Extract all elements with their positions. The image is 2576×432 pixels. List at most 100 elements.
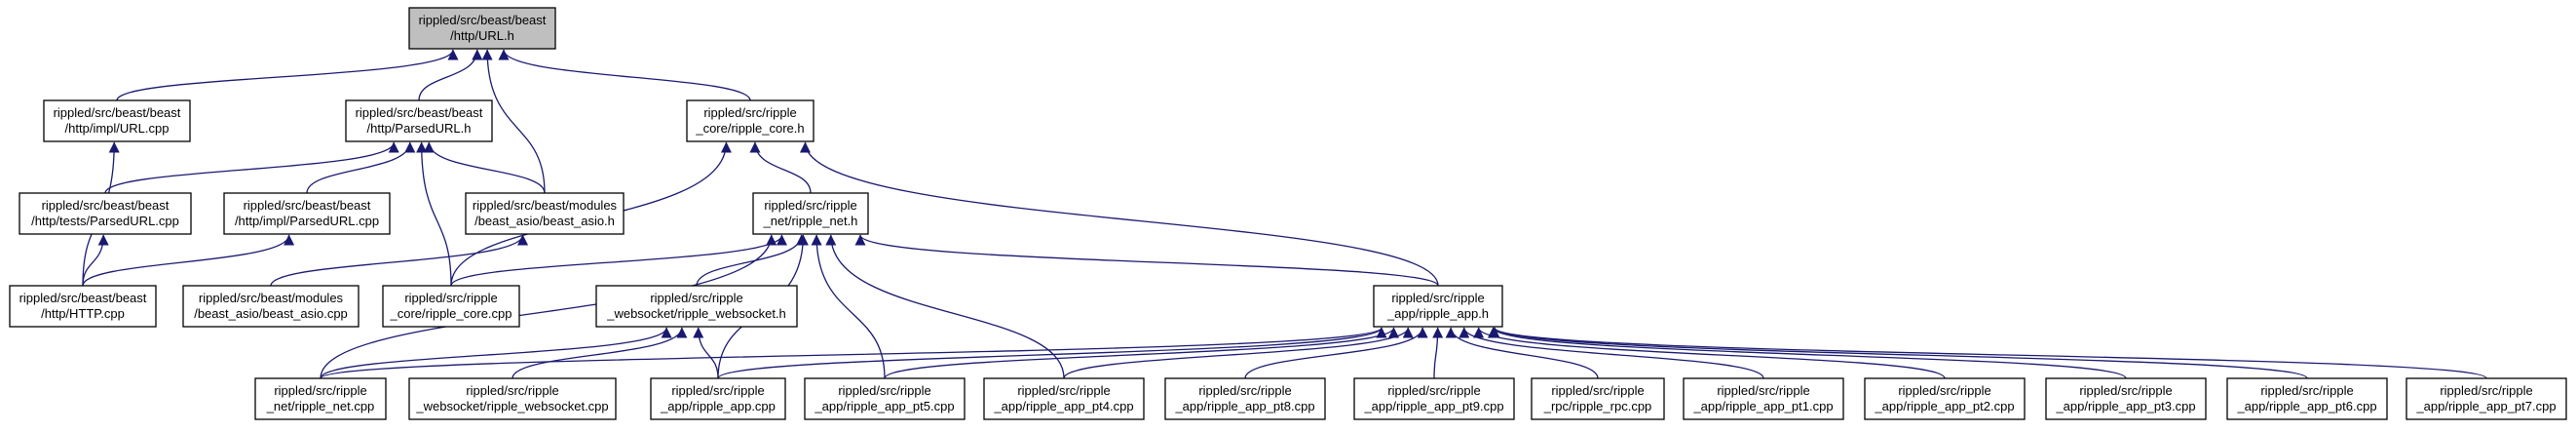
node-ripple-app-cpp[interactable]: rippled/src/ripple_app/ripple_app.cpp [650,377,786,420]
node-http-cpp[interactable]: rippled/src/beast/beast/http/HTTP.cpp [9,285,157,328]
node-label-line: _core/ripple_core.cpp [389,306,511,321]
node-box [19,192,192,235]
node-label-line: _app/ripple_app_pt5.cpp [814,399,954,413]
edges-layer [82,49,2487,379]
node-label-line: rippled/src/beast/beast [19,291,147,305]
edge-ripple_app_pt9-to-ripple_app_h [1432,327,1444,379]
edge-ripple_net_cpp-to-ripple_app_h [320,327,1387,379]
node-label-line: rippled/src/ripple [2079,383,2172,398]
edge-ripple_core_h-to-url_h [498,49,751,101]
edge-ripple_app_cpp-to-ripple_websocket_h [693,327,719,379]
node-box [595,285,798,328]
node-box [1683,377,1844,420]
node-label-line: rippled/src/ripple [1717,383,1809,398]
edge-ripple_app_pt6-to-ripple_app_h [1489,327,2308,379]
edge-ripple_websocket_h-to-ripple_net_h [696,234,808,287]
node-label-line: /http/tests/ParsedURL.cpp [31,214,179,228]
edge-beast_asio_cpp-to-beast_asio_h [270,234,528,287]
node-ripple-core-cpp[interactable]: rippled/src/ripple_core/ripple_core.cpp [382,285,520,328]
node-box [752,192,869,235]
node-box [254,377,387,420]
node-label-line: rippled/src/ripple [838,383,930,398]
node-ripple-app-pt4[interactable]: rippled/src/ripple_app/ripple_app_pt4.cp… [983,377,1145,420]
node-ripple-app-pt5[interactable]: rippled/src/ripple_app/ripple_app_pt5.cp… [804,377,966,420]
node-box [465,192,625,235]
node-url-cpp[interactable]: rippled/src/beast/beast/http/impl/URL.cp… [43,99,191,142]
edge-ripple_app_cpp-to-ripple_app_h [717,327,1387,379]
include-arrow [749,141,812,194]
node-label-line: _app/ripple_app.cpp [660,399,776,413]
node-label-line: _app/ripple_app_pt3.cpp [2055,399,2195,413]
node-ripple-net-cpp[interactable]: rippled/src/ripple_net/ripple_net.cpp [254,377,387,420]
include-arrow [800,141,1439,287]
edge-ripple_app_h-to-ripple_core_h [800,141,1439,287]
include-arrow [306,141,416,194]
node-box [1531,377,1665,420]
node-ripple-net-h[interactable]: rippled/src/ripple_net/ripple_net.h [752,192,869,235]
edge-ripple_app_pt3-to-ripple_app_h [1488,327,2127,379]
node-label-line: rippled/src/ripple [764,198,856,213]
node-label-line: _app/ripple_app_pt9.cpp [1363,399,1503,413]
node-label-line: rippled/src/beast/beast [356,105,483,120]
node-ripple-app-pt2[interactable]: rippled/src/ripple_app/ripple_app_pt2.cp… [1864,377,2026,420]
edge-http_cpp-to-tests_parsedurl_cpp [82,234,109,287]
node-label-line: /http/impl/URL.cpp [65,121,170,136]
include-arrow [1489,327,2308,379]
edge-ripple_app_pt7-to-ripple_app_h [1489,327,2487,379]
node-label-line: _app/ripple_app_pt2.cpp [1874,399,2014,413]
node-ripple-websocket-h[interactable]: rippled/src/ripple_websocket/ripple_webs… [595,285,798,328]
node-ripple-app-pt8[interactable]: rippled/src/ripple_app/ripple_app_pt8.cp… [1164,377,1326,420]
node-box [408,377,617,420]
node-tests-parsedurl-cpp[interactable]: rippled/src/beast/beast/http/tests/Parse… [19,192,192,235]
node-box [2045,377,2207,420]
node-box [804,377,966,420]
include-arrow [1488,327,2127,379]
node-beast-asio-cpp[interactable]: rippled/src/beast/modules/beast_asio/bea… [182,285,360,328]
include-arrow [854,234,1439,287]
node-box [223,192,391,235]
edge-ripple_net_h-to-ripple_core_h [749,141,812,194]
edge-impl_parsedurl_cpp-to-parsedurl_h [306,141,416,194]
node-label-line: rippled/src/ripple [2260,383,2353,398]
node-box [1864,377,2026,420]
node-box [686,99,814,142]
node-label-line: rippled/src/beast/beast [419,13,547,27]
node-label-line: rippled/src/ripple [2440,383,2532,398]
node-parsedurl-h[interactable]: rippled/src/beast/beast/http/ParsedURL.h [345,99,493,142]
node-url-h[interactable]: rippled/src/beast/beast/http/URL.h [408,7,556,50]
edge-ripple_app_pt4-to-ripple_app_h [1063,327,1414,379]
edge-ripple_app_pt8-to-ripple_app_h [1244,327,1428,379]
node-impl-parsedurl-cpp[interactable]: rippled/src/beast/beast/http/impl/Parsed… [223,192,391,235]
edge-ripple_core_cpp-to-ripple_net_h [450,234,787,287]
node-label-line: /beast_asio/beast_asio.cpp [194,306,348,321]
node-ripple-websocket-cpp[interactable]: rippled/src/ripple_websocket/ripple_webs… [408,377,617,420]
include-arrow [1445,327,1599,379]
node-ripple-app-pt1[interactable]: rippled/src/ripple_app/ripple_app_pt1.cp… [1683,377,1844,420]
node-label-line: _app/ripple_app_pt1.cpp [1692,399,1833,413]
node-ripple-app-pt9[interactable]: rippled/src/ripple_app/ripple_app_pt9.cp… [1353,377,1515,420]
node-beast-asio-h[interactable]: rippled/src/beast/modules/beast_asio/bea… [465,192,625,235]
node-ripple-app-pt7[interactable]: rippled/src/ripple_app/ripple_app_pt7.cp… [2406,377,2567,420]
node-box [1353,377,1515,420]
edge-tests_parsedurl_cpp-to-parsedurl_h [104,141,399,194]
edge-ripple_rpc_cpp-to-ripple_app_h [1445,327,1599,379]
node-ripple-core-h[interactable]: rippled/src/ripple_core/ripple_core.h [686,99,814,142]
include-arrow [825,234,1065,379]
include-arrow [1489,327,2487,379]
include-arrow [1473,327,1946,379]
node-ripple-rpc-cpp[interactable]: rippled/src/ripple_rpc/ripple_rpc.cpp [1531,377,1665,420]
node-label-line: _net/ripple_net.cpp [266,399,375,413]
edge-ripple_app_h-to-ripple_net_h [854,234,1439,287]
include-arrow [696,234,808,287]
include-arrow [320,234,777,379]
node-ripple-app-pt6[interactable]: rippled/src/ripple_app/ripple_app_pt6.cp… [2226,377,2388,420]
node-ripple-app-pt3[interactable]: rippled/src/ripple_app/ripple_app_pt3.cp… [2045,377,2207,420]
edge-ripple_app_pt5-to-ripple_net_h [811,234,886,379]
node-label-line: rippled/src/ripple [1017,383,1110,398]
node-label-line: rippled/src/ripple [1898,383,1990,398]
node-label-line: _app/ripple_app_pt8.cpp [1174,399,1314,413]
node-ripple-app-h[interactable]: rippled/src/ripple_app/ripple_app.h [1373,285,1503,328]
node-box [182,285,360,328]
include-arrow [884,327,1399,379]
edge-ripple_app_pt5-to-ripple_app_h [884,327,1399,379]
